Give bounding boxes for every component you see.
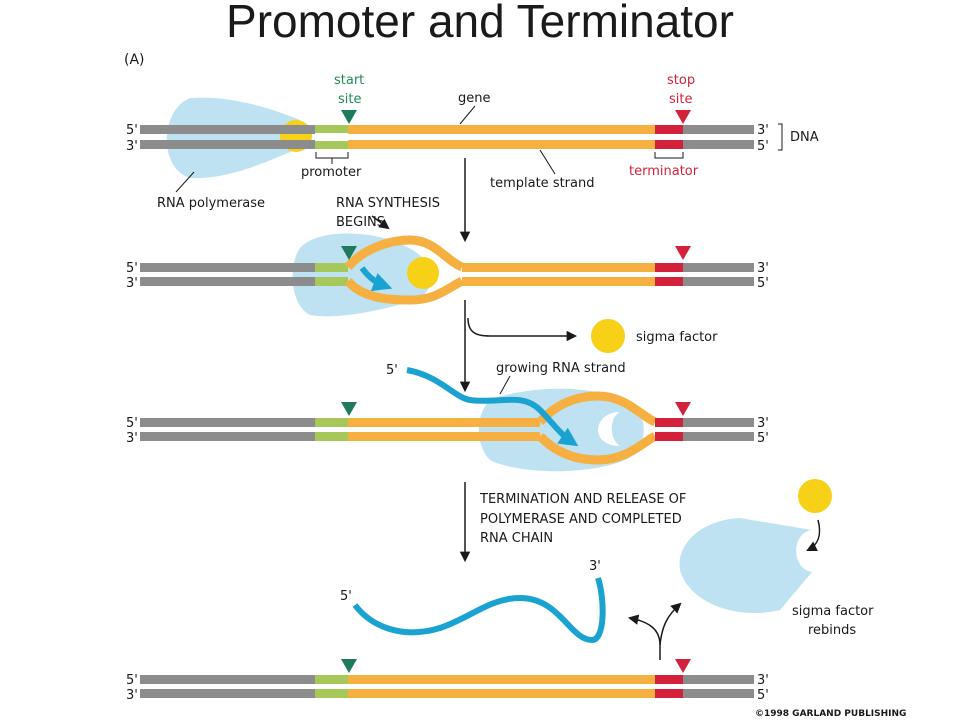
gene-top — [348, 125, 655, 134]
row-1-initiation: start site gene stop site 5' 3' 3' 5' DN… — [126, 73, 819, 211]
termination-label-3: RNA CHAIN — [480, 531, 553, 546]
five-prime-label: 5' — [757, 688, 769, 703]
three-prime-label: 3' — [757, 261, 769, 276]
three-prime-label: 3' — [126, 139, 138, 154]
completed-rna-chain — [352, 577, 606, 644]
released-polymerase — [679, 518, 812, 614]
nascent-rna — [359, 266, 393, 292]
terminator-label: terminator — [629, 164, 699, 179]
five-prime-label: 5' — [126, 673, 138, 688]
gene-bottom — [348, 140, 655, 149]
three-prime-label: 3' — [126, 688, 138, 703]
rna-polymerase-blob — [166, 97, 300, 179]
rna-synthesis-label-2: BEGINS — [336, 215, 385, 230]
five-prime-label: 5' — [757, 431, 769, 446]
five-prime-label: 5' — [340, 589, 352, 604]
stop-site-marker — [675, 246, 691, 260]
page-title: Promoter and Terminator — [226, 0, 734, 47]
row-2-synthesis-begins: 5' 3' 3' 5' — [126, 233, 769, 317]
sigma-rebinds-arrow — [806, 519, 821, 551]
start-site-marker — [341, 659, 357, 673]
three-prime-label: 3' — [126, 276, 138, 291]
growing-rna-label: growing RNA strand — [496, 361, 626, 376]
termination-label-2: POLYMERASE AND COMPLETED — [480, 512, 682, 527]
start-site-marker — [341, 246, 357, 260]
template-strand-label: template strand — [490, 176, 595, 191]
sigma-factor-free — [591, 319, 625, 353]
stop-site-marker — [675, 402, 691, 416]
start-site-marker — [341, 402, 357, 416]
stop-site-marker — [675, 659, 691, 673]
five-prime-label: 5' — [386, 363, 398, 378]
stop-site-marker — [675, 110, 691, 124]
sigma-release-arrow — [467, 317, 578, 342]
three-prime-label: 3' — [757, 673, 769, 688]
rna-synthesis-label-1: RNA SYNTHESIS — [336, 196, 440, 211]
growing-rna-strand — [406, 367, 579, 447]
sigma-factor-bound — [407, 257, 439, 289]
start-site-marker — [341, 110, 357, 124]
row-4-terminated: 5' 3' 3' 5' — [126, 659, 769, 703]
terminator-region-bottom — [655, 140, 683, 149]
sigma-rebinds-label-2: rebinds — [808, 623, 856, 638]
sigma-rebinds-label-1: sigma factor — [792, 604, 874, 619]
dna-label: DNA — [790, 130, 819, 145]
five-prime-label: 5' — [126, 123, 138, 138]
five-prime-label: 5' — [126, 261, 138, 276]
panel-label: (A) — [124, 52, 145, 68]
rna-polymerase-label: RNA polymerase — [157, 196, 265, 211]
row-3-elongation: 5' growing RNA strand 5' 3' 3' 5' — [126, 361, 769, 472]
start-site-label-2: site — [338, 92, 361, 107]
stop-site-label-1: stop — [667, 73, 695, 88]
five-prime-label: 5' — [757, 276, 769, 291]
three-prime-label: 3' — [757, 416, 769, 431]
sigma-factor-free — [798, 479, 832, 513]
release-arrow-left — [627, 614, 661, 646]
release-arrow-right — [659, 602, 682, 646]
three-prime-label: 3' — [589, 559, 601, 574]
stop-site-label-2: site — [669, 92, 692, 107]
three-prime-label: 3' — [126, 431, 138, 446]
copyright-label: ©1998 GARLAND PUBLISHING — [755, 709, 906, 719]
sigma-factor-label: sigma factor — [636, 330, 718, 345]
three-prime-label: 3' — [757, 123, 769, 138]
terminator-region-top — [655, 125, 683, 134]
start-site-label-1: start — [334, 73, 364, 88]
five-prime-label: 5' — [757, 139, 769, 154]
five-prime-label: 5' — [126, 416, 138, 431]
termination-label-1: TERMINATION AND RELEASE OF — [479, 492, 686, 507]
promoter-label: promoter — [301, 165, 362, 180]
gene-label: gene — [458, 91, 491, 106]
